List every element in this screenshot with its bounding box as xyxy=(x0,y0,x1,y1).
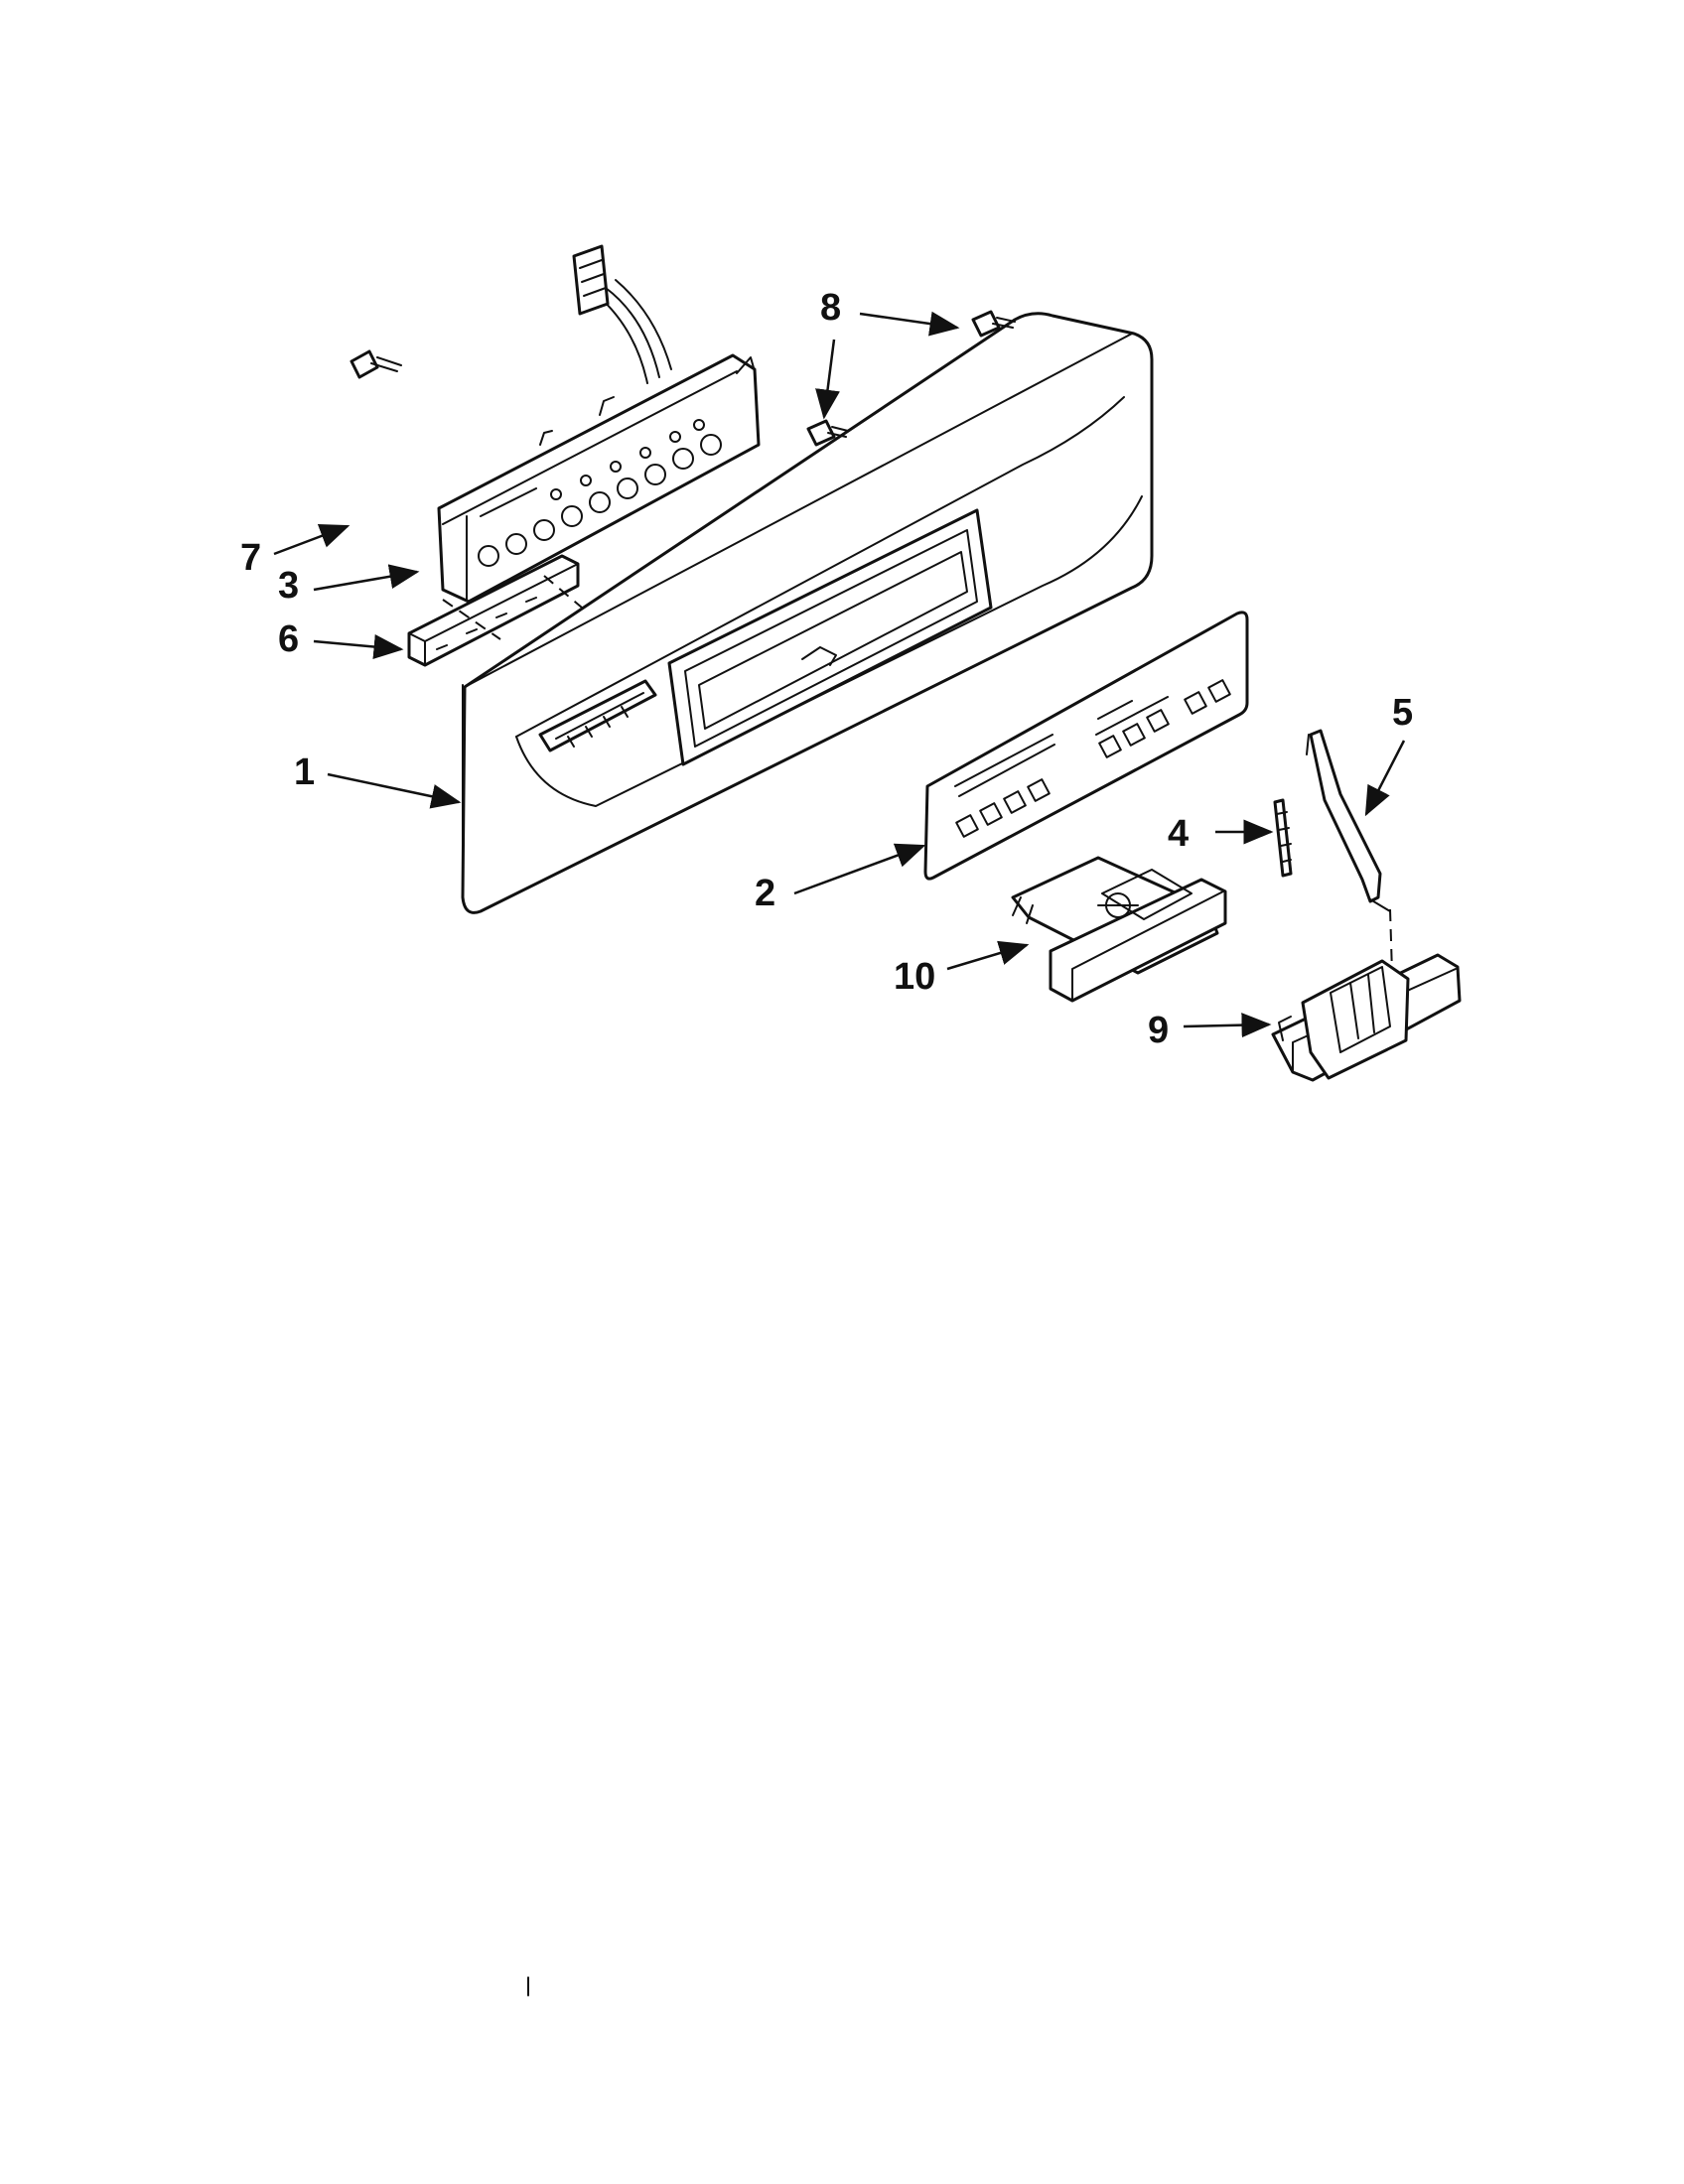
leader-5 xyxy=(1364,740,1406,817)
callout-numbers: 1 2 3 4 5 6 7 8 9 10 xyxy=(240,287,1413,1051)
leader-9 xyxy=(1183,1013,1272,1038)
callout-1: 1 xyxy=(294,751,315,793)
callout-9: 9 xyxy=(1148,1010,1169,1051)
leader-1 xyxy=(327,772,462,809)
callout-7: 7 xyxy=(240,537,261,579)
leader-8-middle xyxy=(815,339,840,420)
callout-10: 10 xyxy=(894,956,935,998)
leader-6 xyxy=(313,634,404,659)
part-8-screw-top xyxy=(971,310,1016,338)
callout-2: 2 xyxy=(755,873,775,914)
part-5-rod xyxy=(1306,729,1393,974)
callout-4: 4 xyxy=(1168,813,1189,855)
callout-3: 3 xyxy=(278,565,299,607)
part-6-foam-strip xyxy=(407,554,583,667)
board-button-row xyxy=(478,419,722,567)
part-2-control-overlay xyxy=(923,611,1249,881)
part-4-spring xyxy=(1273,798,1293,878)
leader-3 xyxy=(313,564,420,592)
part-3-control-board xyxy=(437,244,761,604)
leader-lines xyxy=(273,311,1406,1038)
callout-8: 8 xyxy=(820,287,841,329)
part-10-latch-assembly xyxy=(1011,856,1227,1003)
callout-6: 6 xyxy=(278,618,299,660)
leader-10 xyxy=(946,940,1030,971)
overlay-button-group-right xyxy=(1095,679,1231,758)
part-8-screw-middle xyxy=(806,419,849,447)
part-7-screw xyxy=(350,349,402,379)
callout-5: 5 xyxy=(1392,692,1413,734)
overlay-button-group-left xyxy=(954,734,1055,838)
leader-8-top xyxy=(859,311,960,337)
part-1-console-panel xyxy=(461,312,1154,914)
part-9-latch-housing xyxy=(1271,953,1462,1082)
leader-7 xyxy=(273,524,351,556)
leader-2 xyxy=(793,843,926,895)
